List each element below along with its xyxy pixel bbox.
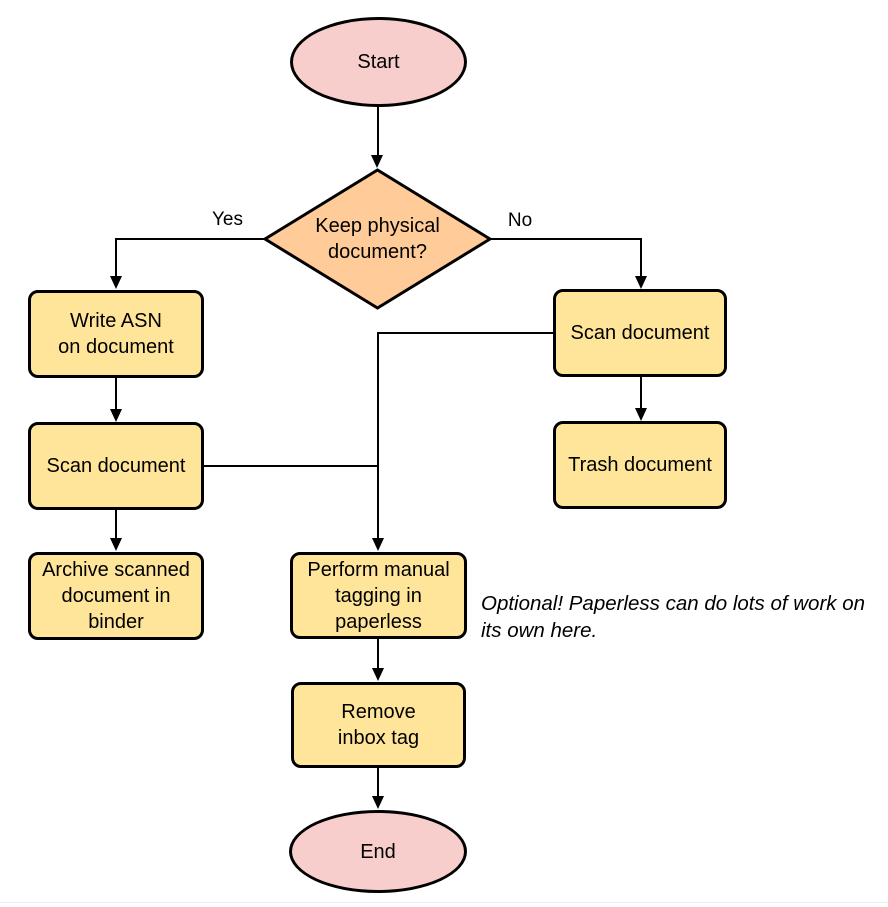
edge-start-decision-line: [377, 106, 379, 156]
edge-scanright-tagging-hline: [378, 332, 553, 334]
process-scan-document-left: Scan document: [28, 422, 204, 510]
process-scan-document-right-label: Scan document: [570, 322, 710, 344]
arrowhead-icon: [635, 276, 647, 289]
arrowhead-icon: [372, 538, 384, 551]
edge-remove-end-line: [377, 768, 379, 797]
process-write-asn: Write ASN on document: [28, 290, 204, 378]
edge-writeasn-scan-line: [115, 378, 117, 410]
decision-label: Keep physical document?: [315, 215, 440, 263]
process-archive-binder: Archive scanned document in binder: [28, 552, 204, 640]
process-trash-document: Trash document: [553, 421, 727, 509]
arrowhead-icon: [110, 276, 122, 289]
process-manual-tagging-label: Perform manual tagging in paperless: [307, 558, 450, 633]
decision-node: [263, 168, 492, 310]
process-remove-inbox-tag-label: Remove inbox tag: [337, 701, 420, 749]
process-archive-binder-label: Archive scanned document in binder: [42, 559, 190, 633]
edge-scan-trash-line: [640, 377, 642, 410]
edge-label-yes: Yes: [212, 209, 243, 230]
edge-scanright-tagging-vline: [377, 332, 379, 539]
edge-no-vline: [640, 238, 642, 276]
arrowhead-icon: [635, 408, 647, 421]
decision-diamond-shape: [263, 168, 492, 310]
process-write-asn-label: Write ASN on document: [58, 310, 174, 358]
page-bottom-divider: [0, 902, 888, 903]
edge-no-hline: [489, 238, 642, 240]
arrowhead-icon: [372, 668, 384, 681]
edge-yes-hline: [116, 238, 266, 240]
process-trash-document-label: Trash document: [568, 454, 712, 476]
process-manual-tagging: Perform manual tagging in paperless: [290, 552, 467, 639]
start-label: Start: [357, 51, 400, 73]
optional-note: Optional! Paperless can do lots of work …: [481, 592, 866, 642]
process-scan-document-right: Scan document: [553, 289, 727, 377]
edge-scan-archive-line: [115, 510, 117, 539]
arrowhead-icon: [110, 538, 122, 551]
end-label: End: [360, 840, 396, 863]
edge-tagging-remove-line: [377, 639, 379, 669]
arrowhead-icon: [371, 155, 383, 168]
arrowhead-icon: [110, 409, 122, 422]
start-node: Start: [290, 17, 467, 107]
arrowhead-icon: [372, 796, 384, 809]
process-remove-inbox-tag: Remove inbox tag: [291, 682, 466, 768]
end-node: End: [289, 810, 467, 893]
process-scan-document-left-label: Scan document: [46, 455, 186, 477]
edge-yes-vline: [115, 238, 117, 276]
edge-scanleft-tagging-hline: [204, 465, 379, 467]
edge-label-no: No: [507, 210, 533, 231]
